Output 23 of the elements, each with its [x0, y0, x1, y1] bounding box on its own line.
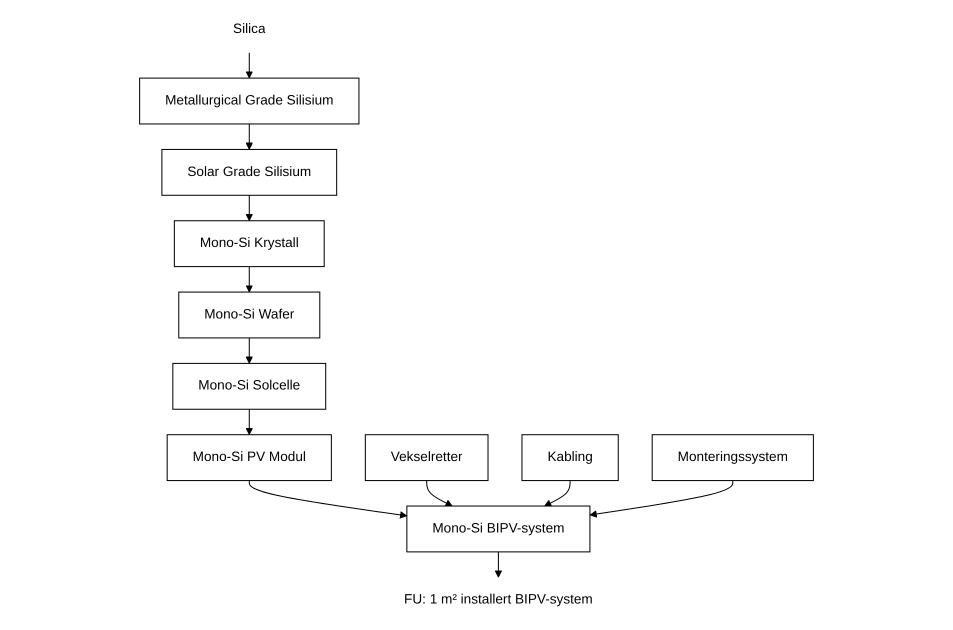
arrow: [426, 480, 453, 506]
arrow: [246, 338, 254, 364]
arrow: [248, 480, 408, 519]
arrow: [590, 480, 734, 518]
node-box: Mono-Si Wafer: [178, 292, 320, 338]
node-box: Kabling: [521, 434, 619, 482]
arrow: [246, 195, 254, 222]
arrow: [246, 409, 254, 436]
node-box: Mono-Si BIPV-system: [406, 506, 590, 552]
arrow: [246, 124, 254, 150]
arrow: [544, 480, 571, 506]
node-box: Vekselretter: [364, 434, 489, 482]
node-box: Mono-Si PV Modul: [166, 434, 332, 482]
node-box: Metallurgical Grade Silisium: [139, 78, 360, 124]
arrow: [494, 552, 502, 578]
node-box: Monteringssystem: [652, 434, 814, 482]
node-box: Mono-Si Solcelle: [172, 362, 326, 410]
arrow: [246, 52, 254, 78]
node-text: Silica: [233, 22, 266, 37]
node-text: FU: 1 m² installert BIPV-system: [404, 592, 593, 608]
node-box: Mono-Si Krystall: [174, 220, 325, 268]
node-box: Solar Grade Silisium: [161, 148, 338, 196]
arrow: [246, 266, 254, 292]
